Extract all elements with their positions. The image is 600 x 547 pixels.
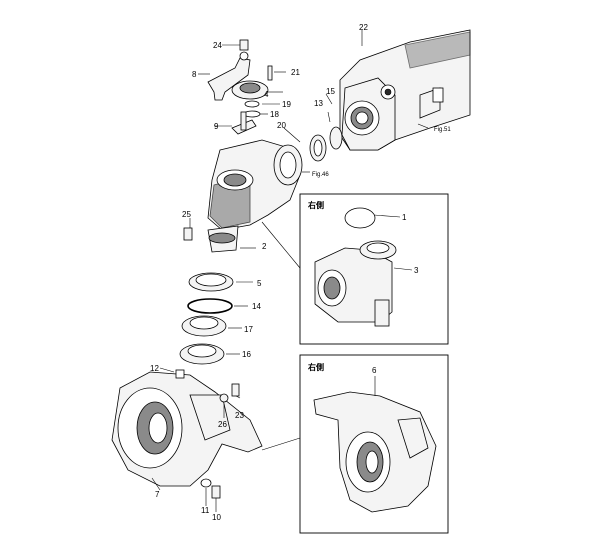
inset-box-upper (299, 193, 449, 345)
part-number-4: 4 (264, 90, 269, 99)
inset-label-upper: 右側 (307, 200, 324, 210)
part-number-12: 12 (150, 364, 159, 373)
part-number-14: 14 (252, 302, 261, 311)
part-number-10: 10 (212, 513, 221, 522)
inset-labels: 右側 右側 (307, 200, 324, 372)
figure-reference-labels: Fig.46 Fig.51 (312, 127, 451, 178)
steering-case-lower (111, 369, 263, 499)
figure-ref-51: Fig.51 (434, 127, 451, 133)
part-number-21: 21 (291, 68, 300, 77)
part-number-5: 5 (257, 279, 262, 288)
part-number-11: 11 (201, 506, 210, 515)
figure-ref-46: Fig.46 (312, 172, 329, 178)
part-number-18: 18 (270, 110, 279, 119)
part-number-3: 3 (414, 266, 419, 275)
part-number-6: 6 (372, 366, 377, 375)
part-number-19: 19 (282, 100, 291, 109)
part-number-labels: 1 2 3 4 5 6 7 8 9 10 11 12 13 14 15 16 1… (150, 23, 419, 522)
part-number-2: 2 (262, 242, 267, 251)
part-number-13: 13 (314, 99, 323, 108)
part-number-23: 23 (235, 411, 244, 420)
steering-case-upper (183, 126, 343, 253)
part-number-22: 22 (359, 23, 368, 32)
part-number-24: 24 (213, 41, 222, 50)
part-number-26: 26 (218, 420, 227, 429)
part-number-16: 16 (242, 350, 251, 359)
part-number-20: 20 (277, 121, 286, 130)
part-number-9: 9 (214, 122, 219, 131)
part-number-17: 17 (244, 325, 253, 334)
top-bracket-assembly (207, 39, 273, 135)
inset-leader-lines (261, 221, 301, 451)
part-number-15: 15 (326, 87, 335, 96)
part-number-1: 1 (402, 213, 407, 222)
transmission-housing (339, 29, 471, 151)
seals-and-rings (179, 272, 234, 365)
part-number-7: 7 (155, 490, 160, 499)
inset-label-lower: 右側 (307, 362, 324, 372)
inset-box-lower (299, 354, 449, 534)
part-number-8: 8 (192, 70, 197, 79)
part-number-25: 25 (182, 210, 191, 219)
leader-lines (151, 30, 429, 512)
